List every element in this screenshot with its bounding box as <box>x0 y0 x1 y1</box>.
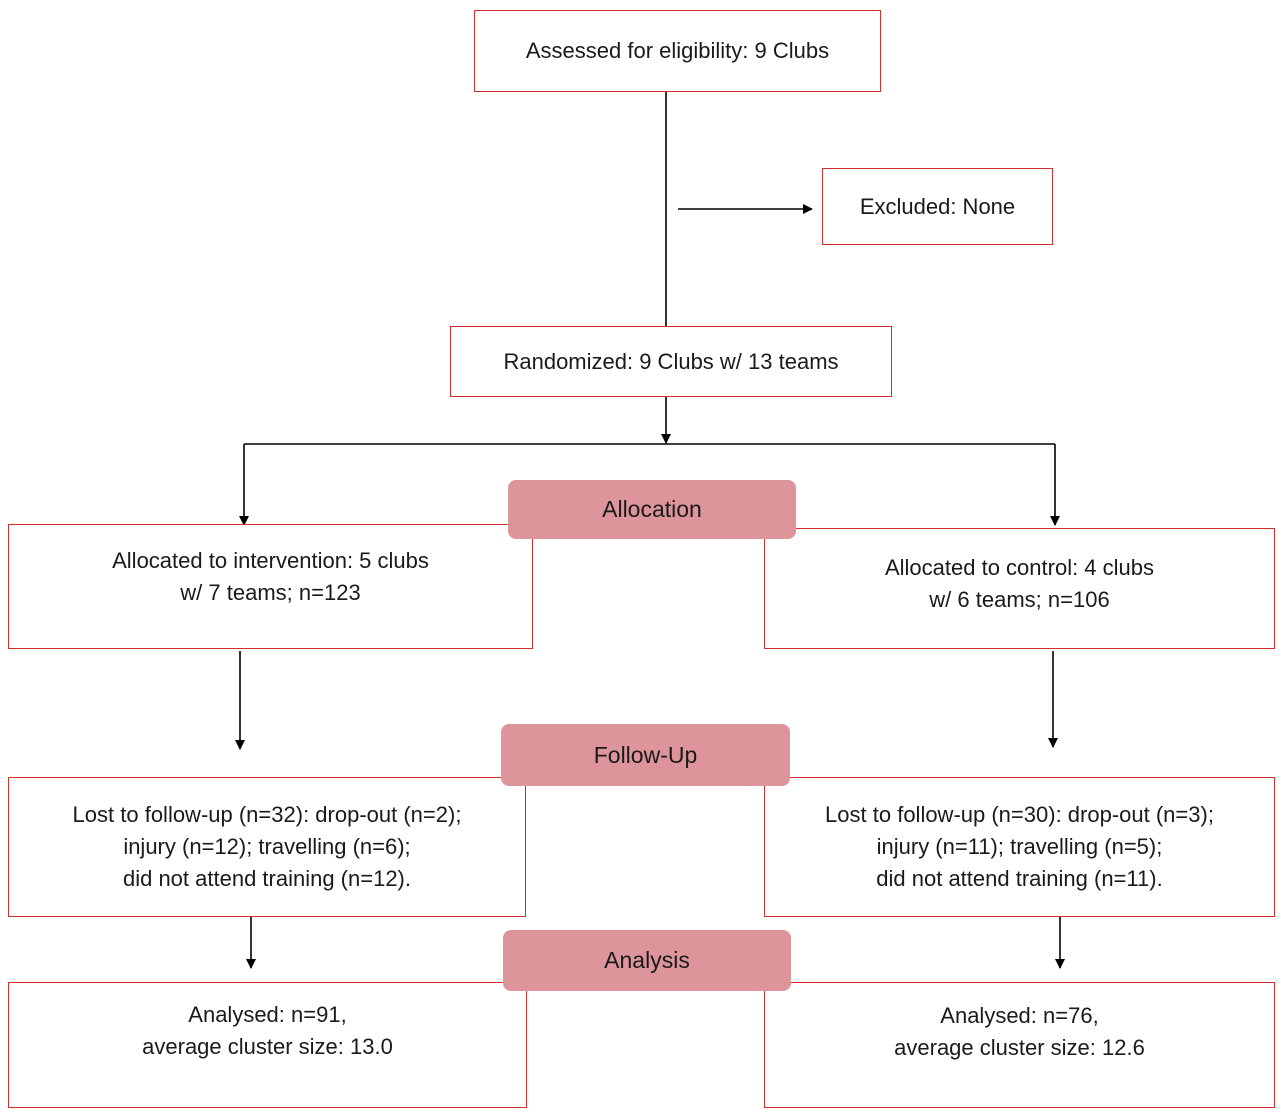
eligibility-box: Assessed for eligibility: 9 Clubs <box>474 10 881 92</box>
control-lost-line-2: injury (n=11); travelling (n=5); <box>876 834 1163 859</box>
randomized-box: Randomized: 9 Clubs w/ 13 teams <box>450 326 892 397</box>
eligibility-text: Assessed for eligibility: 9 Clubs <box>525 38 830 63</box>
intervention-analysed-box: Analysed: n=91, average cluster size: 13… <box>8 982 527 1108</box>
control-lost-box: Lost to follow-up (n=30): drop-out (n=3)… <box>764 777 1275 917</box>
control-analysed-box: Analysed: n=76, average cluster size: 12… <box>764 982 1275 1108</box>
intervention-allocated-line-2: w/ 7 teams; n=123 <box>180 579 361 605</box>
intervention-allocated-box: Allocated to intervention: 5 clubs w/ 7 … <box>8 524 533 649</box>
intervention-lost-line-1: Lost to follow-up (n=32): drop-out (n=2)… <box>72 802 462 827</box>
excluded-text: Excluded: None <box>859 193 1016 219</box>
control-allocated-line-1: Allocated to control: 4 clubs <box>884 554 1155 580</box>
intervention-analysed-line-1: Analysed: n=91, <box>188 1002 347 1027</box>
intervention-analysed-line-2: average cluster size: 13.0 <box>142 1034 393 1059</box>
intervention-lost-line-3: did not attend training (n=12). <box>122 866 411 891</box>
control-analysed-line-1: Analysed: n=76, <box>940 1003 1099 1028</box>
stage-analysis: Analysis <box>503 930 791 991</box>
excluded-box: Excluded: None <box>822 168 1053 245</box>
randomized-text: Randomized: 9 Clubs w/ 13 teams <box>503 348 839 374</box>
control-allocated-line-2: w/ 6 teams; n=106 <box>929 586 1110 612</box>
control-lost-line-3: did not attend training (n=11). <box>876 866 1163 891</box>
stage-allocation-label: Allocation <box>602 496 702 522</box>
intervention-lost-line-2: injury (n=12); travelling (n=6); <box>123 834 411 859</box>
intervention-lost-box: Lost to follow-up (n=32): drop-out (n=2)… <box>8 777 526 917</box>
control-allocated-box: Allocated to control: 4 clubs w/ 6 teams… <box>764 528 1275 649</box>
intervention-allocated-line-1: Allocated to intervention: 5 clubs <box>112 547 429 573</box>
stage-allocation: Allocation <box>508 480 796 539</box>
control-lost-line-1: Lost to follow-up (n=30): drop-out (n=3)… <box>825 802 1214 827</box>
control-analysed-line-2: average cluster size: 12.6 <box>894 1035 1145 1060</box>
stage-follow-up: Follow-Up <box>501 724 790 786</box>
stage-analysis-label: Analysis <box>604 947 690 973</box>
stage-follow-up-label: Follow-Up <box>593 741 698 768</box>
